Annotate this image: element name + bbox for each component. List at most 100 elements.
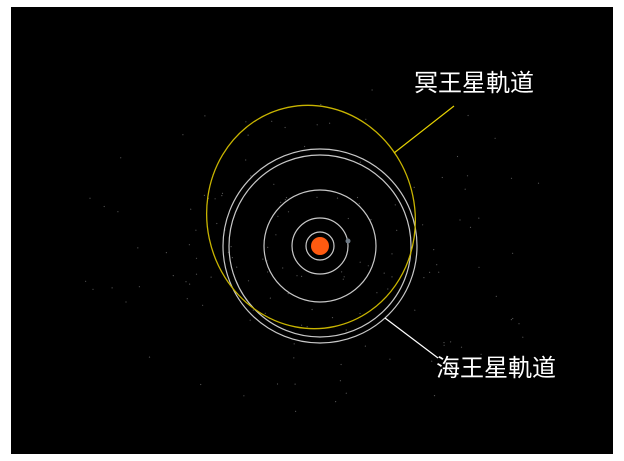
star-dot xyxy=(340,363,342,366)
star-dot xyxy=(269,297,271,299)
star-dot xyxy=(275,234,277,236)
star-dot xyxy=(339,380,341,382)
star-dot xyxy=(383,272,385,274)
star-dot xyxy=(85,280,87,282)
star-dot xyxy=(200,383,202,386)
star-dot xyxy=(467,114,469,117)
star-dot xyxy=(459,219,461,221)
star-dot xyxy=(287,211,290,213)
star-dot xyxy=(186,298,188,300)
star-dot xyxy=(117,211,119,213)
neptune-orbit-label: 海王星軌道 xyxy=(436,354,556,382)
star-dot xyxy=(387,288,389,290)
star-dot xyxy=(441,176,443,179)
star-dot xyxy=(250,175,252,177)
star-dot xyxy=(188,244,190,246)
star-dot xyxy=(280,201,282,203)
star-dot xyxy=(391,253,393,255)
star-dot xyxy=(316,196,318,198)
star-dot xyxy=(111,287,113,289)
star-dot xyxy=(262,258,264,260)
star-dot xyxy=(243,395,245,397)
star-dot xyxy=(356,196,359,199)
star-dot xyxy=(282,267,284,269)
star-dot xyxy=(301,275,303,277)
star-dot xyxy=(443,342,445,344)
star-dot xyxy=(512,317,514,320)
star-dot xyxy=(267,246,269,248)
star-dot xyxy=(202,304,204,306)
pluto-orbit xyxy=(205,104,417,330)
star-dot xyxy=(389,358,391,360)
inner-orbit-3 xyxy=(263,189,377,303)
star-dot xyxy=(414,309,416,311)
star-dot xyxy=(216,222,218,225)
star-dot xyxy=(391,276,393,278)
star-dot xyxy=(335,401,337,403)
star-dot xyxy=(236,266,238,268)
star-dot xyxy=(413,186,415,188)
star-dot xyxy=(456,155,459,158)
star-dot xyxy=(273,183,275,185)
pluto-orbit-leader-line xyxy=(393,105,455,154)
star-dot xyxy=(230,246,232,248)
star-dot xyxy=(443,344,445,346)
star-dot xyxy=(301,324,303,326)
star-dot xyxy=(264,312,266,314)
star-dot xyxy=(394,204,396,206)
star-dot xyxy=(469,226,472,228)
star-dot xyxy=(195,273,198,275)
star-dot xyxy=(231,257,233,259)
star-dot xyxy=(510,177,513,179)
star-dot xyxy=(343,276,345,278)
star-dot xyxy=(345,329,347,331)
star-dot xyxy=(341,271,343,273)
star-dot xyxy=(320,103,322,106)
star-dot xyxy=(266,260,268,262)
star-dot xyxy=(203,194,205,196)
star-dot xyxy=(370,219,372,221)
uranus-orbit xyxy=(228,154,412,338)
star-dot xyxy=(210,276,212,278)
star-dot xyxy=(190,208,192,210)
planet-dot xyxy=(345,238,351,244)
neptune-orbit-leader-line xyxy=(384,317,439,359)
star-dot xyxy=(537,182,540,184)
star-dot xyxy=(287,293,289,295)
star-dot xyxy=(464,188,466,190)
star-dot xyxy=(185,281,187,283)
star-dot xyxy=(277,215,279,217)
star-dot xyxy=(331,317,334,319)
star-dot xyxy=(267,271,269,273)
star-dot xyxy=(92,288,94,290)
star-dot xyxy=(460,346,463,348)
star-dot xyxy=(172,275,174,277)
star-dot xyxy=(285,197,288,199)
inner-orbit-1 xyxy=(305,231,335,261)
star-dot xyxy=(304,145,306,148)
star-dot xyxy=(438,271,440,273)
neptune-orbit xyxy=(222,148,418,344)
star-dot xyxy=(89,197,91,199)
star-dot xyxy=(336,197,339,199)
star-dot xyxy=(450,341,452,343)
star-dot xyxy=(480,353,482,355)
star-dot xyxy=(359,312,361,315)
star-dot xyxy=(189,283,191,285)
star-dot xyxy=(396,229,398,231)
star-dot xyxy=(365,118,367,120)
star-dot xyxy=(125,301,127,303)
star-dot xyxy=(247,134,249,136)
star-dot xyxy=(295,410,297,412)
star-dot xyxy=(221,192,224,194)
star-dot xyxy=(342,278,344,280)
star-dot xyxy=(431,360,433,362)
space-background xyxy=(11,7,613,454)
star-dot xyxy=(358,203,360,205)
star-dot xyxy=(249,319,251,321)
star-dot xyxy=(478,266,480,268)
star-dot xyxy=(364,345,366,347)
star-dot xyxy=(271,120,273,122)
star-dot xyxy=(522,336,524,338)
